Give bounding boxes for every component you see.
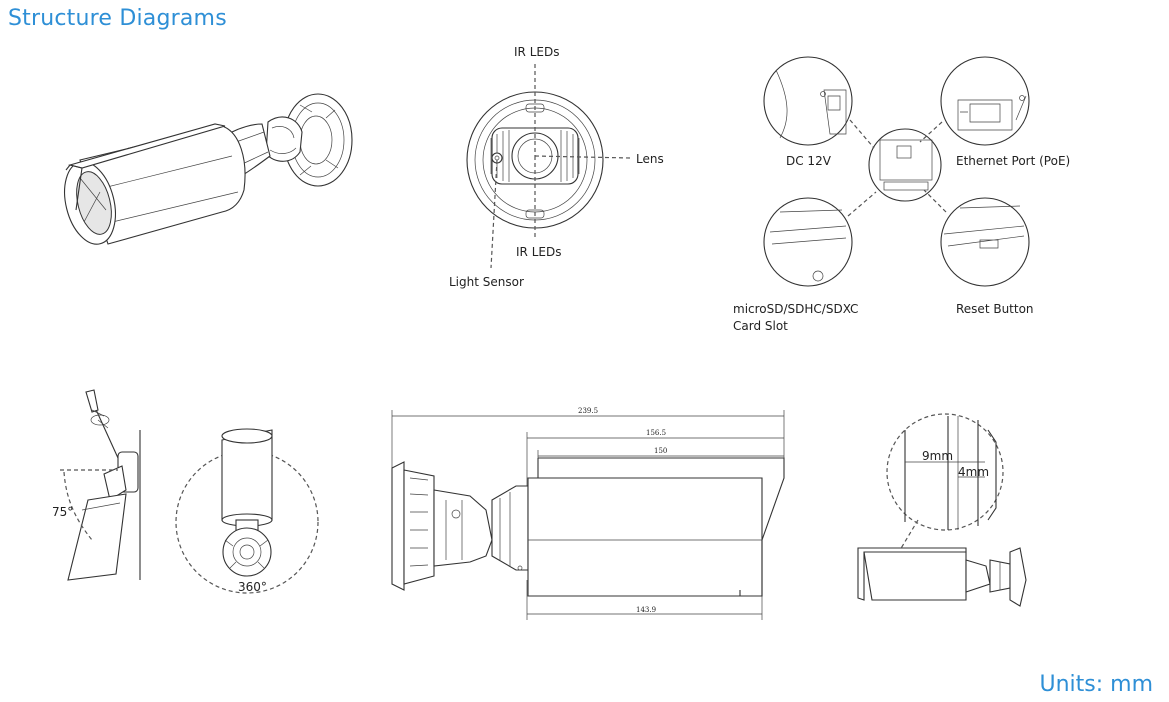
page-title: Structure Diagrams	[8, 6, 227, 31]
pan-angle-label: 360°	[238, 580, 267, 594]
camera-perspective-illustration	[64, 93, 353, 245]
tilt-adjustment-view: 75°	[52, 389, 141, 581]
side-dimension-drawing: 239.5 156.5 150 143.9	[391, 407, 785, 620]
dim-bottom-length: 143.9	[636, 606, 656, 614]
ir-leds-top-label: IR LEDs	[514, 45, 559, 59]
sd-slot-label-line1: microSD/SDHC/SDXC	[733, 302, 858, 316]
sd-card-zoom-circle	[763, 197, 853, 287]
ethernet-port-label: Ethernet Port (PoE)	[956, 154, 1070, 168]
dim-body-length: 156.5	[646, 429, 666, 437]
ir-leds-bottom-label: IR LEDs	[516, 245, 561, 259]
camera-front-view: IR LEDs Lens IR LEDs Light Sensor	[449, 45, 664, 289]
lens-leader	[534, 155, 631, 159]
ethernet-zoom-circle	[940, 56, 1030, 146]
dim-hood-length: 150	[654, 447, 667, 455]
dim-total-length: 239.5	[578, 407, 598, 415]
pan-rotation-view: 360°	[175, 428, 319, 594]
lens-label: Lens	[636, 152, 664, 166]
dc-port-zoom-circle	[763, 56, 853, 146]
hood-offset-detail: 9mm 4mm	[857, 413, 1027, 607]
ports-detail-view: DC 12V Ethernet Port (PoE) microSD/SDHC/…	[733, 56, 1070, 333]
hood-offset-9mm: 9mm	[922, 449, 953, 463]
dc-12v-label: DC 12V	[786, 154, 832, 168]
light-sensor-label: Light Sensor	[449, 275, 524, 289]
hood-offset-4mm: 4mm	[958, 465, 989, 479]
tilt-angle-label: 75°	[52, 505, 73, 519]
units-label: Units: mm	[1039, 672, 1153, 697]
sd-slot-label-line2: Card Slot	[733, 319, 788, 333]
reset-zoom-circle	[940, 197, 1030, 287]
reset-button-label: Reset Button	[956, 302, 1034, 316]
